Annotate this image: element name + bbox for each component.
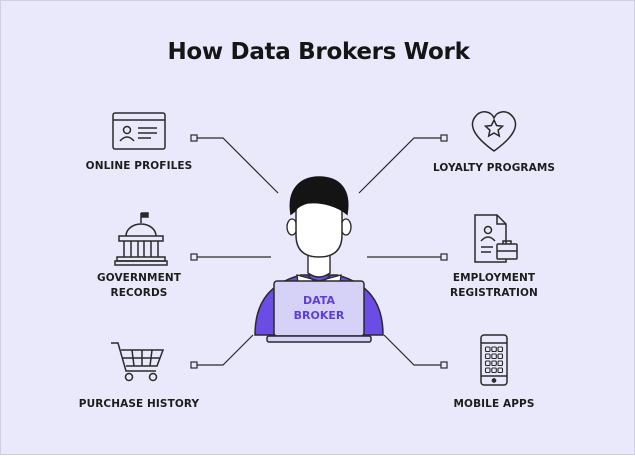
- label-government-line1: GOVERNMENT: [96, 272, 181, 284]
- broker-label-line1: DATA: [303, 294, 335, 307]
- label-employment-line2: REGISTRATION: [450, 287, 538, 299]
- connector-loyalty-programs: [358, 137, 441, 194]
- connector-online-profiles: [197, 137, 279, 194]
- diagram-title: How Data Brokers Work: [167, 39, 470, 65]
- label-government-line2: RECORDS: [110, 287, 168, 299]
- label-employment-registration: EMPLOYMENT REGISTRATION: [419, 271, 569, 301]
- broker-label-line2: BROKER: [294, 309, 345, 322]
- connector-purchase-history: [197, 334, 254, 366]
- label-mobile-apps: MOBILE APPS: [453, 398, 535, 410]
- label-employment-line1: EMPLOYMENT: [452, 272, 536, 284]
- heart-star-icon: [471, 111, 517, 152]
- shopping-cart-icon: [111, 342, 165, 382]
- government-building-icon: [114, 212, 168, 266]
- connector-terminals: [190, 134, 448, 369]
- mobile-phone-icon: [480, 334, 508, 386]
- label-purchase-history: PURCHASE HISTORY: [78, 398, 200, 410]
- label-online-profiles: ONLINE PROFILES: [85, 160, 193, 172]
- broker-laptop: DATA BROKER: [266, 280, 372, 343]
- profile-card-icon: [112, 112, 166, 150]
- label-government-records: GOVERNMENT RECORDS: [61, 271, 217, 301]
- employment-document-icon: [474, 214, 518, 263]
- label-loyalty-programs: LOYALTY PROGRAMS: [432, 162, 556, 174]
- connectors: [197, 137, 441, 366]
- connector-mobile-apps: [383, 334, 441, 366]
